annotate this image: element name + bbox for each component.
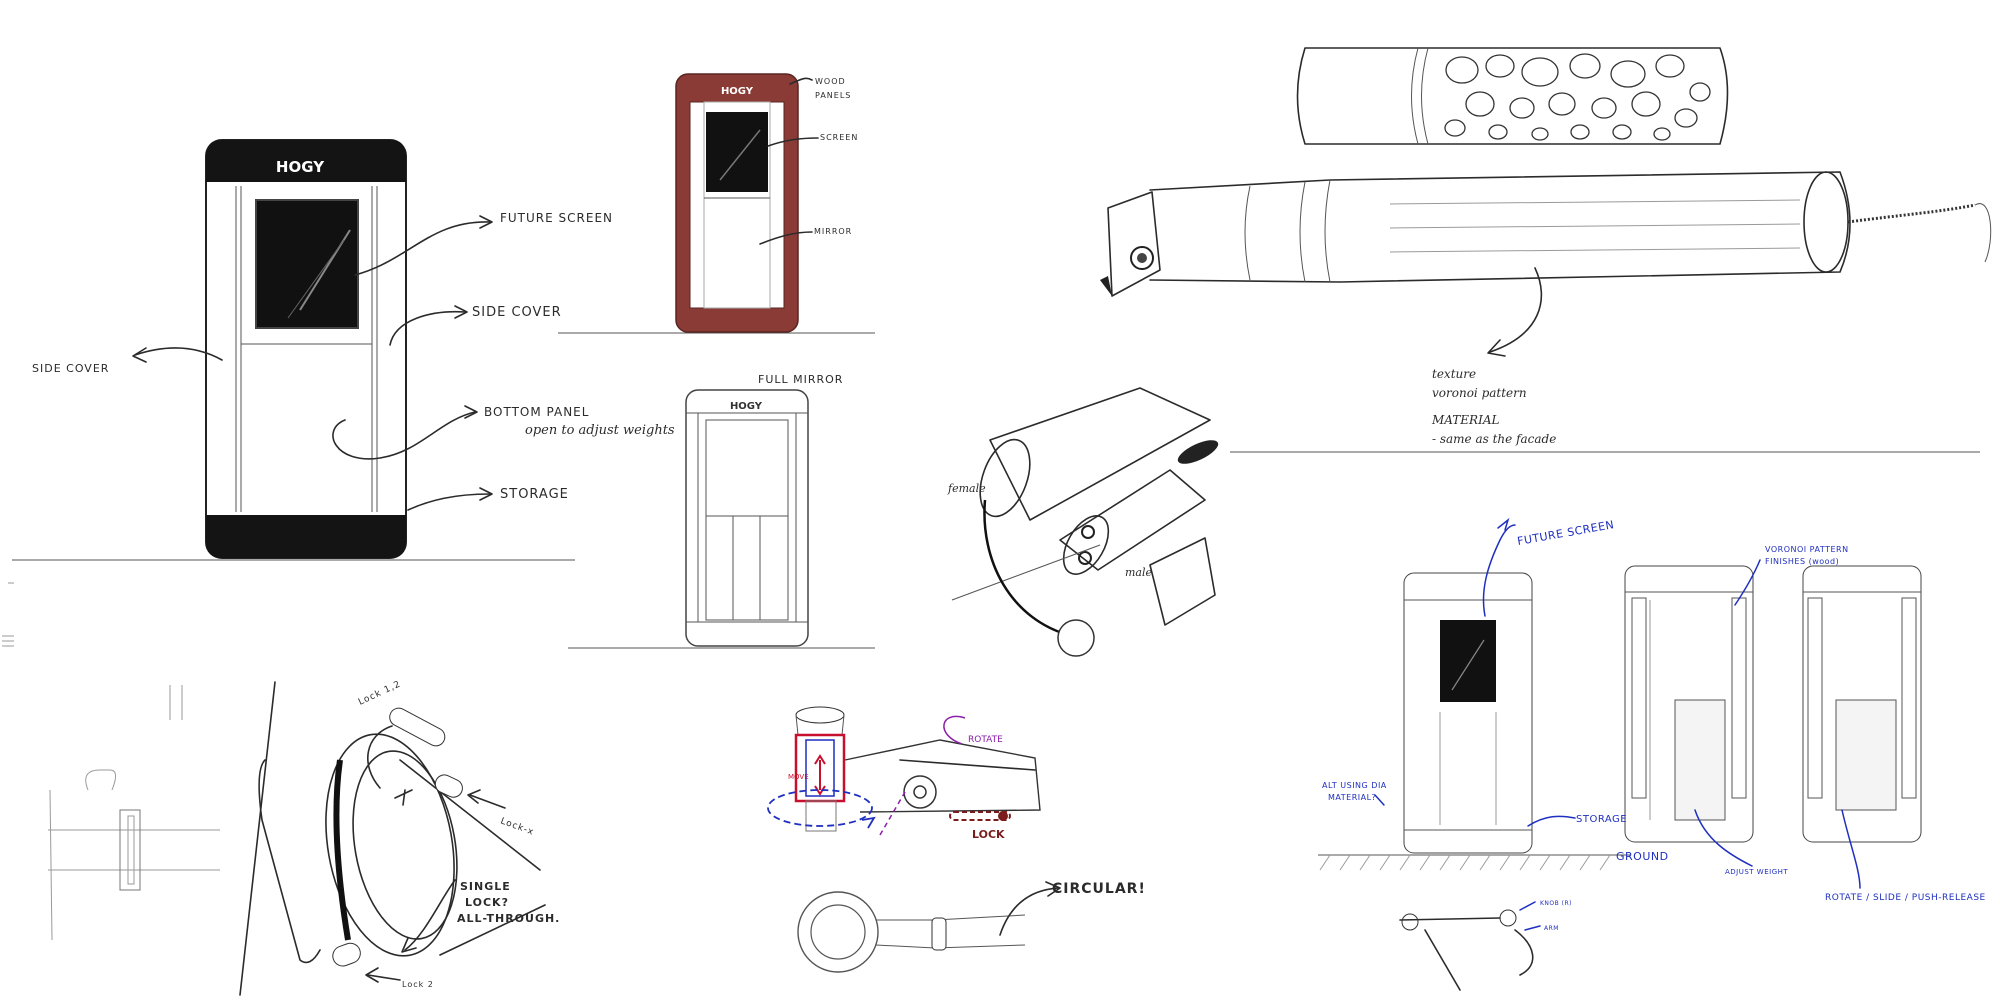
handle-body (1149, 171, 1851, 283)
label-alt-material: MATERIAL? (1328, 793, 1376, 802)
top-cap (206, 140, 406, 182)
lock-pole (239, 681, 276, 996)
unit-1 (1403, 572, 1533, 854)
arrow-texture (1489, 267, 1543, 353)
label-panels: PANELS (815, 91, 851, 100)
rotation-path (767, 789, 873, 827)
label-knob: KNOB (R) (1540, 900, 1572, 907)
handle-cut-end (1107, 191, 1161, 297)
connector-arc (983, 499, 1073, 638)
connector-knob (1057, 619, 1095, 657)
brand-logo: HOGY (276, 158, 325, 176)
label-lock: LOCK (972, 828, 1005, 841)
label-move: MOVE (788, 773, 809, 781)
arrow-side-cover-right (389, 310, 466, 346)
unit-1-screen (1440, 620, 1496, 702)
lock-collar (325, 733, 455, 957)
label-storage: STORAGE (500, 487, 569, 502)
label-blue-future-screen: FUTURE SCREEN (1516, 518, 1615, 548)
label-blue-storage: STORAGE (1576, 814, 1627, 825)
label-side-cover-left: SIDE COVER (32, 362, 109, 375)
screen-small (706, 112, 768, 192)
label-full-mirror: FULL MIRROR (758, 373, 843, 386)
label-circular: CIRCULAR! (1052, 881, 1146, 897)
label-arm: ARM (1544, 925, 1559, 932)
cable (1847, 203, 1976, 224)
label-screen: SCREEN (820, 133, 858, 142)
screen (255, 199, 359, 329)
label-finishes-wood: FINISHES (wood) (1765, 557, 1839, 566)
note-bottom-panel: open to adjust weights (525, 423, 675, 438)
label-rotate: ROTATE (968, 735, 1003, 745)
label-lock-1: Lock 1,2 (357, 679, 403, 707)
lever-arm (844, 739, 1041, 813)
male-tube (1059, 469, 1206, 571)
lock-pin-2 (332, 942, 361, 967)
sketch-rotate-lock: MOVE ROTATE LOCK CIRCULAR! (767, 706, 1146, 973)
sketch-connector: female male (947, 387, 1219, 657)
voronoi-tube (1296, 47, 1729, 145)
voronoi-pattern (1444, 53, 1711, 141)
label-alt-using: ALT USING DIA (1322, 781, 1387, 790)
arrow-side-cover-left (134, 347, 223, 361)
label-mirror: MIRROR (814, 227, 852, 236)
label-all-through: ALL-THROUGH. (457, 912, 560, 925)
label-ground: GROUND (1616, 850, 1669, 863)
sketch-wood-panels: HOGY WOOD PANELS SCREEN MIRROR (558, 73, 875, 334)
bottom-cap (206, 515, 406, 558)
label-single: SINGLE (460, 880, 511, 893)
sketch-lock: Lock 1,2 Lock-x Lock 2 SINGLE LOCK? ALL-… (48, 679, 560, 996)
brand-logo-3: HOGY (730, 401, 763, 412)
brand-logo-2: HOGY (721, 86, 754, 97)
note-texture: texture (1432, 367, 1476, 381)
label-female: female (947, 482, 986, 495)
note-same-as-facade: - same as the facade (1432, 432, 1556, 446)
sketch-blue-annotated: FUTURE SCREEN VORONOI PATTERN FINISHES (… (1318, 517, 1986, 991)
label-lock-question: LOCK? (465, 896, 509, 909)
female-tube (989, 387, 1211, 521)
arrow-bottom-panel (332, 411, 476, 460)
lock-pin-1 (389, 707, 446, 747)
note-material: MATERIAL (1431, 413, 1500, 427)
label-voronoi-pattern: VORONOI PATTERN (1765, 545, 1849, 554)
sketch-full-mirror: HOGY FULL MIRROR (568, 373, 875, 649)
label-bottom-panel: BOTTOM PANEL (484, 405, 589, 419)
label-rotate-slide: ROTATE / SLIDE / PUSH-RELEASE (1825, 893, 1986, 903)
sketch-hogy-front: HOGY FUTURE SCREEN SIDE COVER SIDE COVER… (2, 139, 675, 647)
label-wood: WOOD (815, 77, 846, 86)
label-male: male (1125, 566, 1153, 579)
label-adjust-weight: ADJUST WEIGHT (1725, 868, 1788, 876)
lock-pin-x (434, 774, 463, 798)
arrow-future-screen (354, 221, 491, 276)
label-side-cover-right: SIDE COVER (472, 305, 562, 320)
handle-hole (1130, 246, 1154, 270)
note-voronoi: voronoi pattern (1432, 386, 1527, 400)
sketch-handle: texture voronoi pattern MATERIAL - same … (1100, 47, 1992, 453)
arrow-storage (407, 493, 491, 511)
label-future-screen: FUTURE SCREEN (500, 211, 613, 225)
handle-end-cap (1803, 171, 1849, 273)
label-lock-2: Lock 2 (402, 980, 434, 989)
label-lock-x: Lock-x (499, 816, 535, 837)
